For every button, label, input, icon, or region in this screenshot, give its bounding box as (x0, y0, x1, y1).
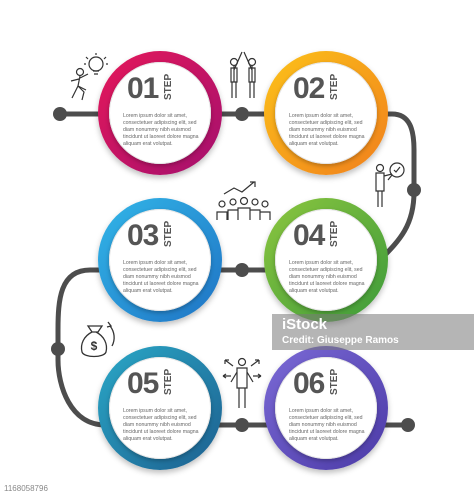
step-4-number: 04 (293, 219, 325, 252)
step-4-label: STEP (329, 220, 340, 247)
step-6-label: STEP (329, 368, 340, 395)
stock-id: 1168058796 (4, 484, 48, 493)
step-5-description: Lorem ipsum dolor sit amet, consectetuer… (123, 408, 199, 442)
svg-text:$: $ (91, 339, 98, 353)
business-partners-high-five-icon (229, 51, 257, 98)
path-node (235, 107, 249, 121)
watermark: iStock Credit: Giuseppe Ramos (272, 314, 474, 350)
step-6: 06 STEP Lorem ipsum dolor sit amet, cons… (264, 346, 388, 470)
step-4-panel (275, 209, 377, 311)
path-node (401, 418, 415, 432)
step-2-label: STEP (329, 73, 340, 100)
person-with-magnifier-icon (375, 162, 405, 207)
step-4-description: Lorem ipsum dolor sit amet, consectetuer… (289, 260, 365, 294)
step-1-label: STEP (163, 73, 174, 100)
watermark-brand: iStock (282, 316, 328, 333)
step-1: 01 STEP Lorem ipsum dolor sit amet, cons… (98, 51, 222, 175)
money-bag-cycle-icon: $ (80, 321, 115, 358)
step-3-description: Lorem ipsum dolor sit amet, consectetuer… (123, 260, 199, 294)
step-1-description: Lorem ipsum dolor sit amet, consectetuer… (123, 113, 199, 147)
step-3-panel (109, 209, 211, 311)
path-node (235, 263, 249, 277)
path-node (51, 342, 65, 356)
team-with-growth-chart-icon (216, 181, 271, 220)
runner-with-lightbulb-icon (70, 53, 108, 101)
step-5-number: 05 (127, 367, 159, 400)
step-2-description: Lorem ipsum dolor sit amet, consectetuer… (289, 113, 365, 147)
step-6-description: Lorem ipsum dolor sit amet, consectetuer… (289, 408, 365, 442)
step-6-panel (275, 357, 377, 459)
step-3: 03 STEP Lorem ipsum dolor sit amet, cons… (98, 198, 222, 322)
watermark-credit: Credit: Giuseppe Ramos (282, 335, 399, 346)
step-5-panel (109, 357, 211, 459)
step-3-label: STEP (163, 220, 174, 247)
step-1-panel (109, 62, 211, 164)
step-4: 04 STEP Lorem ipsum dolor sit amet, cons… (264, 198, 388, 322)
step-5: 05 STEP Lorem ipsum dolor sit amet, cons… (98, 346, 222, 470)
path-node (407, 183, 421, 197)
step-2: 02 STEP Lorem ipsum dolor sit amet, cons… (264, 51, 388, 175)
step-6-number: 06 (293, 367, 325, 400)
person-with-directions-icon (222, 357, 262, 408)
step-2-panel (275, 62, 377, 164)
path-node (53, 107, 67, 121)
step-2-number: 02 (293, 72, 325, 105)
path-node (235, 418, 249, 432)
step-5-label: STEP (163, 368, 174, 395)
step-1-number: 01 (127, 72, 159, 105)
step-3-number: 03 (127, 219, 159, 252)
